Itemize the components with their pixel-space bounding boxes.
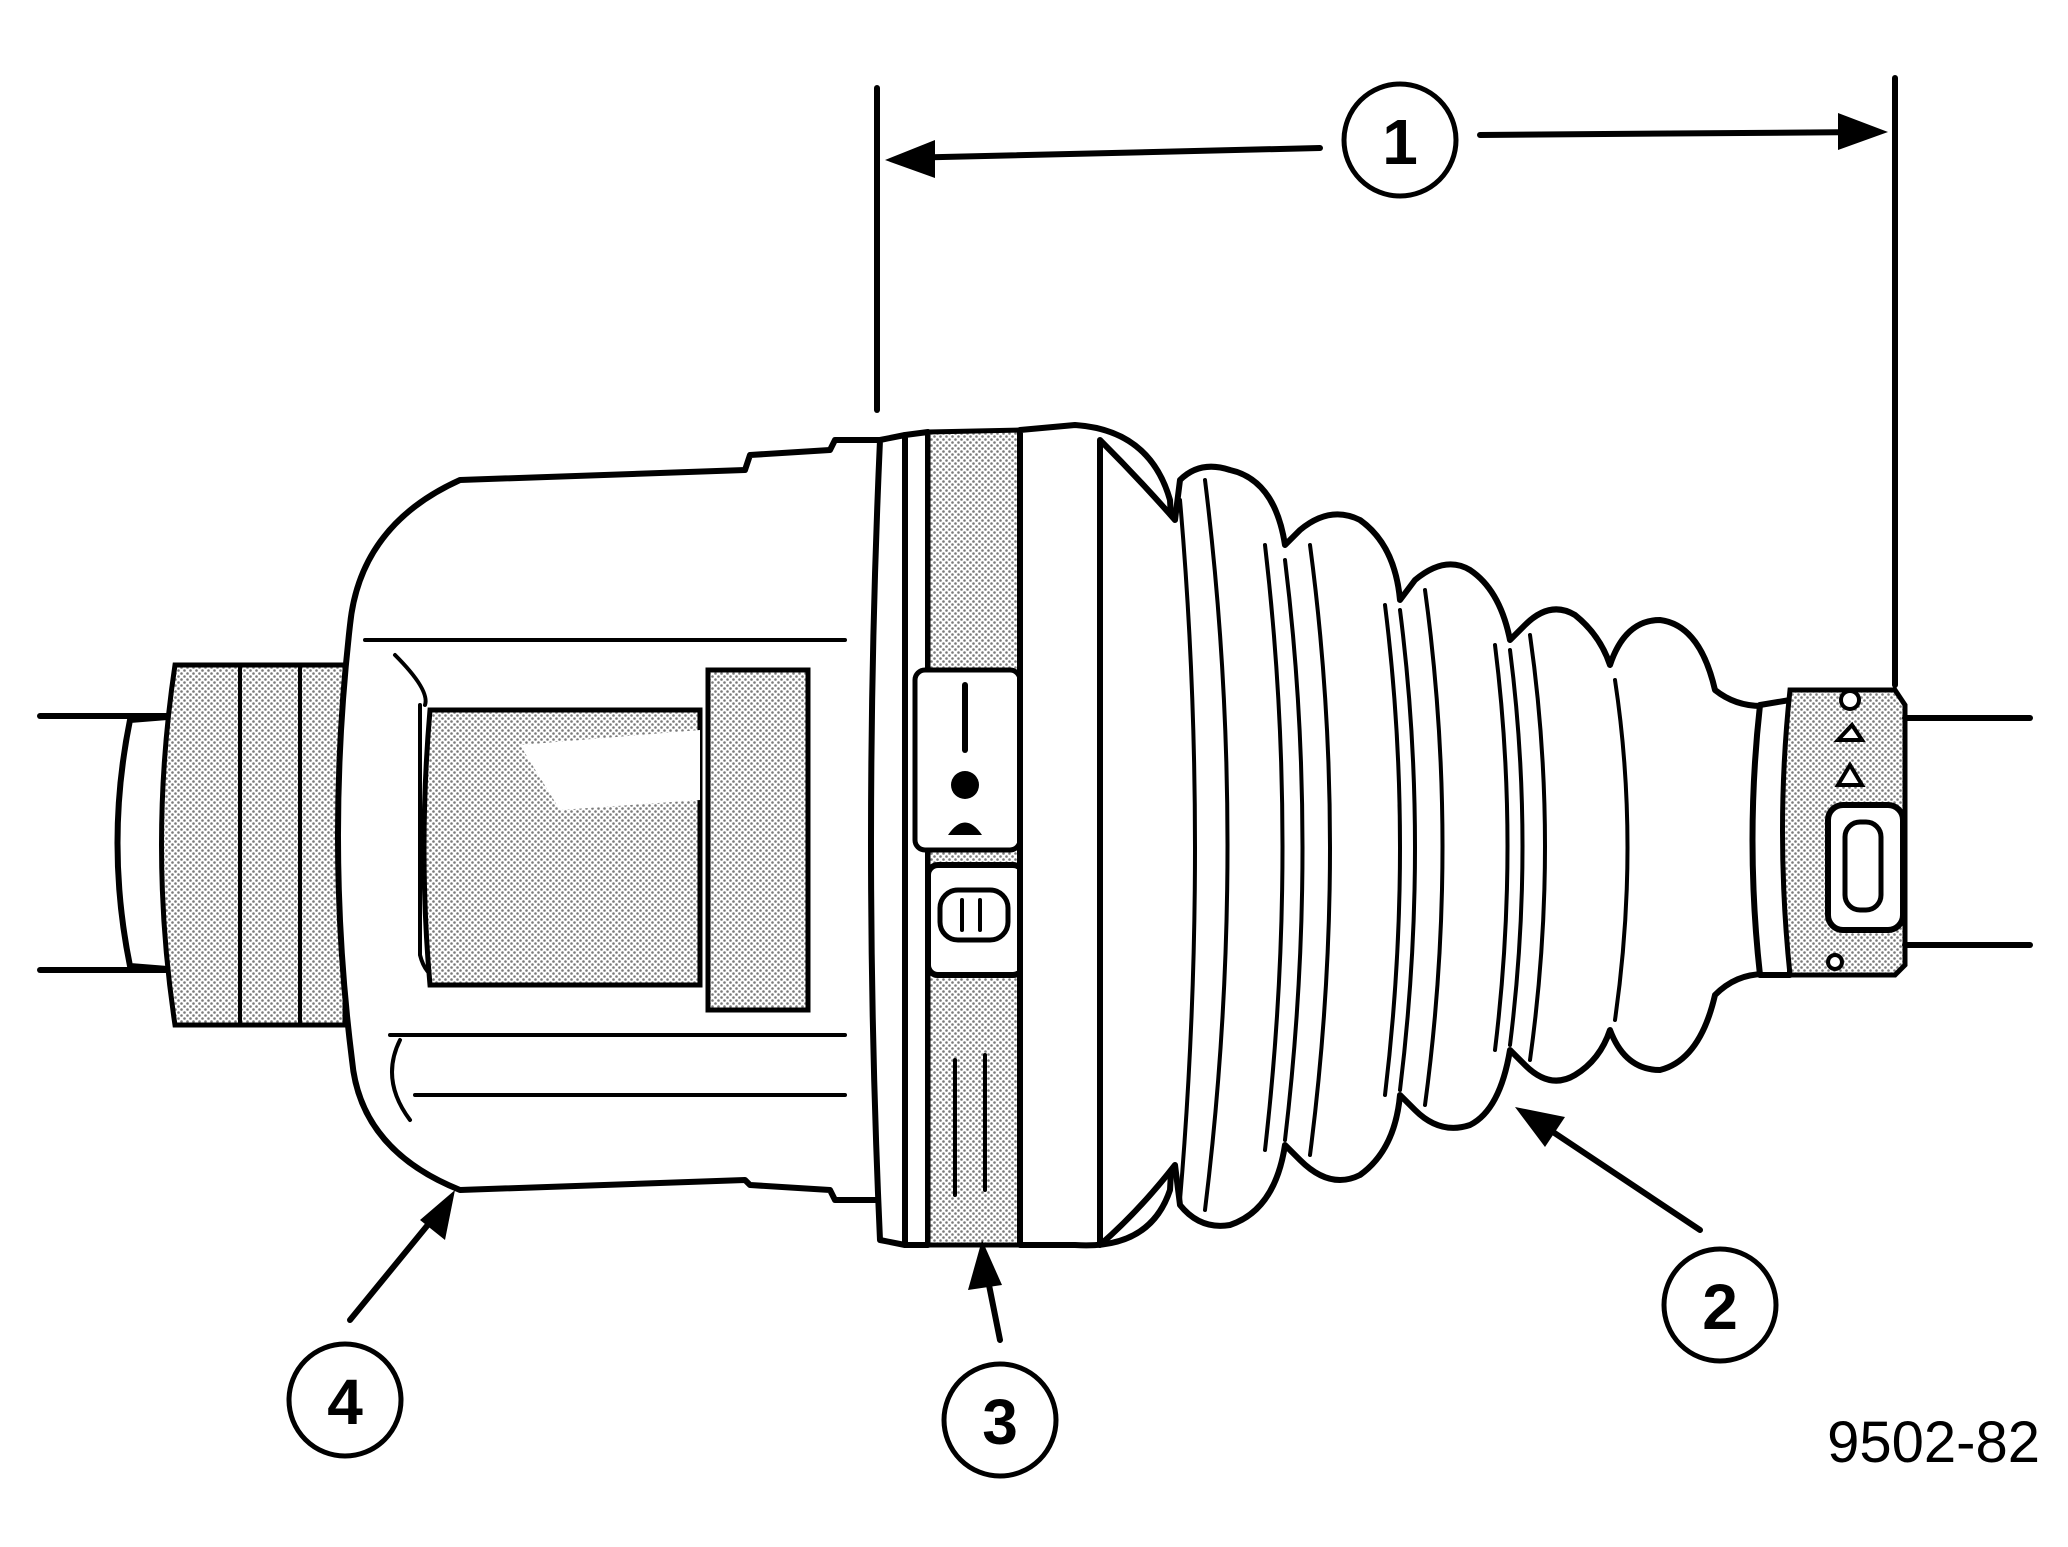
small-end-clamp [1749,687,1908,978]
callout-1-label: 1 [1382,106,1418,178]
leader-arrow-4 [347,1190,455,1323]
callout-1: 1 [1341,81,1459,199]
left-axle-shaft [37,713,183,973]
callout-2-label: 2 [1702,1271,1738,1343]
callout-2: 2 [1661,1246,1779,1364]
leader-arrow-3 [968,1240,1003,1343]
boot-band-clamp [868,427,1026,1248]
callout-3-label: 3 [982,1386,1018,1458]
dimension-line-1 [874,75,1898,688]
callout-4-label: 4 [327,1366,363,1438]
figure-id: 9502-82 [1827,1410,2040,1475]
callout-3: 3 [941,1361,1059,1479]
right-axle-shaft [1902,715,2033,948]
cv-boot [1017,422,1778,1249]
leader-arrow-2 [1515,1107,1703,1233]
left-shaft-collar [159,662,348,1028]
outer-housing [334,437,883,1203]
callout-4: 4 [286,1341,404,1459]
